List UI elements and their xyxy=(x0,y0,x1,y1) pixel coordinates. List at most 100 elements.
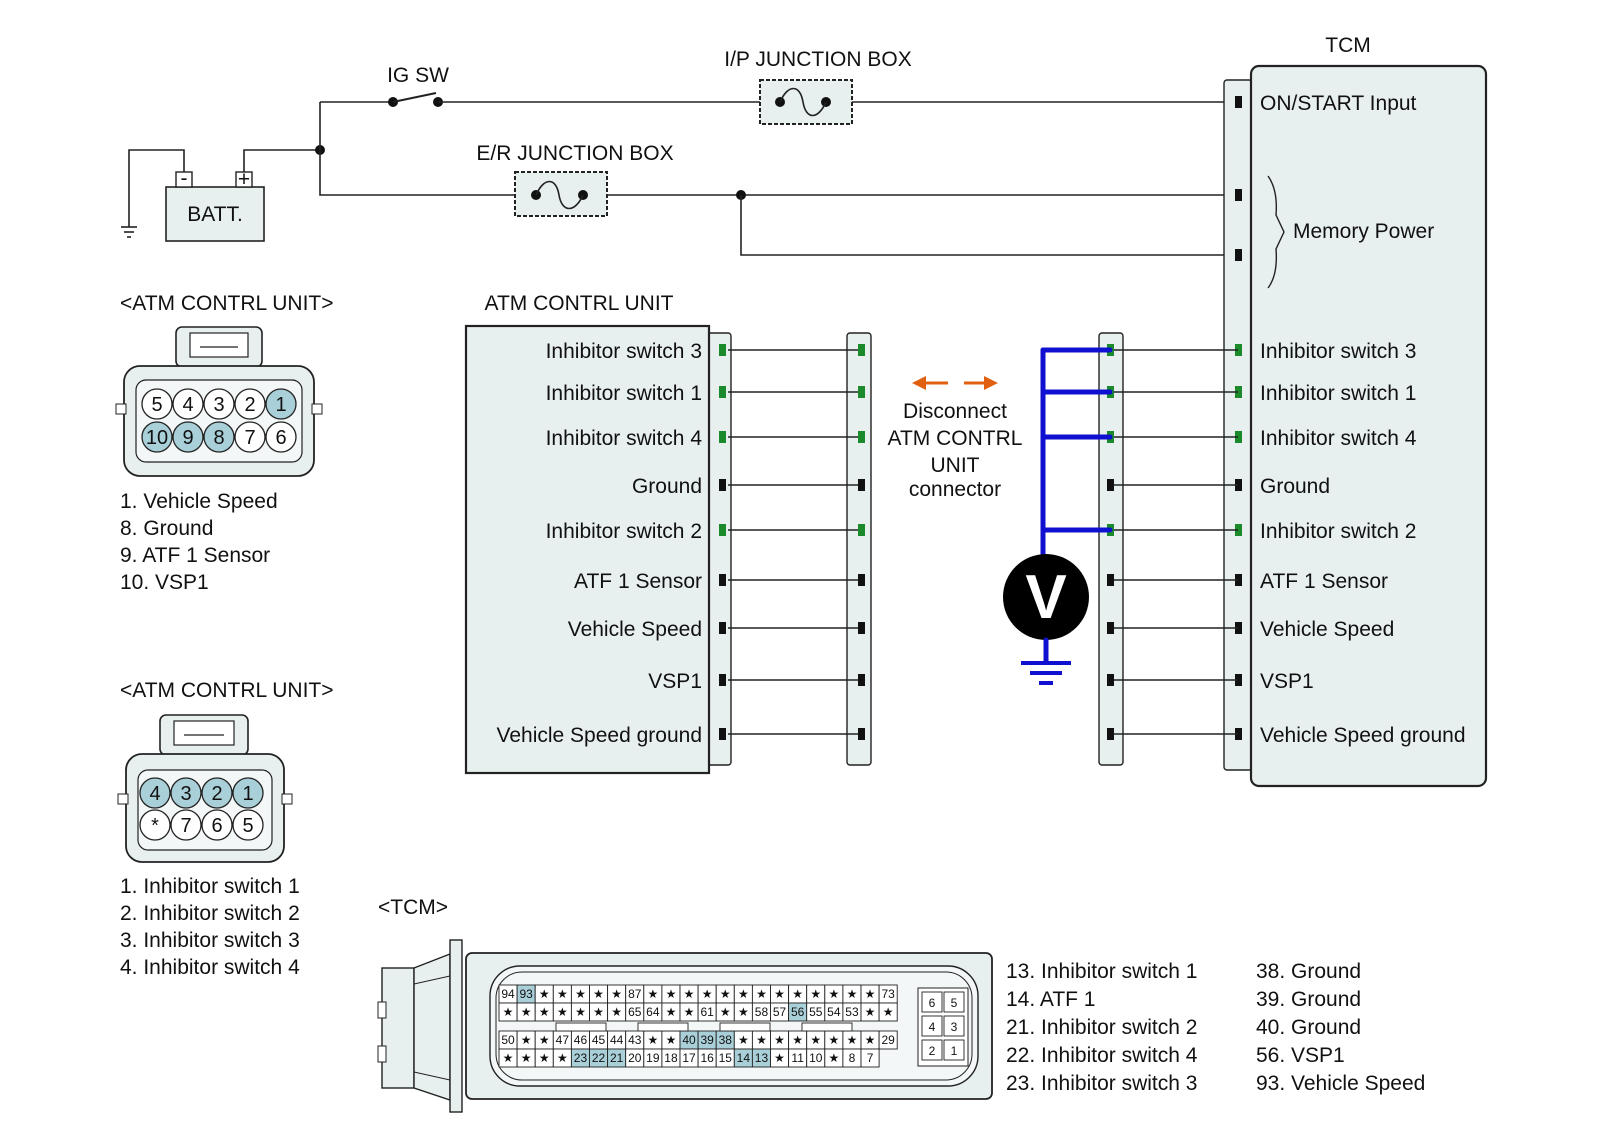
pin-number: 3 xyxy=(180,783,191,805)
tcm-connector-legend: 13. Inhibitor switch 114. ATF 121. Inhib… xyxy=(1006,960,1425,1095)
tcm-pin-number: 64 xyxy=(646,1005,660,1019)
tcm-pin-number: 94 xyxy=(501,987,515,1001)
tcm-pin-number: 8 xyxy=(849,1051,856,1065)
tcm-pin-number: 47 xyxy=(556,1033,570,1047)
connector2-legend: 1. Inhibitor switch 12. Inhibitor switch… xyxy=(120,875,300,979)
disconnect-line3: UNIT xyxy=(931,454,980,477)
atm-pin-label: Vehicle Speed xyxy=(568,618,702,641)
tcm-pin-number: 18 xyxy=(664,1051,678,1065)
tcm-pin-number: 17 xyxy=(682,1051,696,1065)
tcm-pin-number: 93 xyxy=(519,987,533,1001)
tcm-pin-number: ★ xyxy=(521,1033,532,1047)
tcm-pin-number: ★ xyxy=(557,1005,568,1019)
tcm-pin-number: ★ xyxy=(666,987,677,1001)
tcm-pin-number: ★ xyxy=(521,1051,532,1065)
legend-item: 1. Vehicle Speed xyxy=(120,490,278,513)
pin-number: 4 xyxy=(149,783,160,805)
tcm-pin-number: ★ xyxy=(666,1033,677,1047)
terminal-pin xyxy=(719,344,726,356)
tcm-pin-number: 55 xyxy=(809,1005,823,1019)
tcm-pin-number: ★ xyxy=(557,987,568,1001)
legend-item: 10. VSP1 xyxy=(120,571,209,594)
tcm-pin-label: Vehicle Speed xyxy=(1260,618,1394,641)
connector-pin xyxy=(139,809,171,841)
tcm-side-pin-number: 6 xyxy=(929,996,936,1010)
terminal-pin xyxy=(1107,728,1114,740)
tcm-side-pin xyxy=(943,991,965,1013)
tcm-pin-number: ★ xyxy=(774,987,785,1001)
tcm-pin-number: ★ xyxy=(865,1005,876,1019)
tcm-memory-power-label: Memory Power xyxy=(1293,220,1434,243)
tcm-pin-number: ★ xyxy=(738,1005,749,1019)
er-junction-box-label: E/R JUNCTION BOX xyxy=(476,142,673,165)
tcm-pin-number: ★ xyxy=(738,1033,749,1047)
connector-pin xyxy=(203,388,235,420)
tcm-side-pin xyxy=(943,1015,965,1037)
tcm-pin-number: 29 xyxy=(881,1033,895,1047)
tcm-connector-title: <TCM> xyxy=(378,896,448,919)
tcm-pin-number: ★ xyxy=(792,1033,803,1047)
tcm-title: TCM xyxy=(1325,34,1371,57)
tcm-pin-number: ★ xyxy=(611,987,622,1001)
terminal-pin xyxy=(858,386,865,398)
legend-item: 8. Ground xyxy=(120,517,213,540)
tcm-pin-number: ★ xyxy=(865,987,876,1001)
tcm-pin-number: ★ xyxy=(647,987,658,1001)
terminal-pin xyxy=(719,386,726,398)
tcm-pin-number: 22 xyxy=(592,1051,606,1065)
pin-number: 5 xyxy=(242,815,253,837)
fuse-icon xyxy=(775,87,831,117)
tcm-pin-number: ★ xyxy=(611,1005,622,1019)
tcm-pin-number: ★ xyxy=(865,1033,876,1047)
power-circuit: - + BATT. IG SW I/P JUNCTION BOX xyxy=(121,48,1240,256)
connector-pin xyxy=(232,777,264,809)
terminal-pin xyxy=(1235,622,1242,634)
battery xyxy=(165,186,265,242)
terminal-pin xyxy=(1235,344,1242,356)
tcm-key-slot xyxy=(637,1022,689,1032)
tcm-pin-label: Inhibitor switch 1 xyxy=(1260,382,1416,405)
ig-sw-label: IG SW xyxy=(387,64,449,87)
tcm-pin-number: ★ xyxy=(539,1005,550,1019)
tcm-pin-number: ★ xyxy=(593,1005,604,1019)
pin-number: 1 xyxy=(242,783,253,805)
legend-item: 2. Inhibitor switch 2 xyxy=(120,902,300,925)
tcm-pin-number: 53 xyxy=(845,1005,859,1019)
atm-pin-label: ATF 1 Sensor xyxy=(574,570,702,593)
disconnect-line4: connector xyxy=(909,478,1001,501)
tcm-module: TCM ON/START Input Memory Power Inhibito… xyxy=(1223,34,1488,788)
terminal-pin xyxy=(719,674,726,686)
tcm-pin-number: 21 xyxy=(610,1051,624,1065)
connector1-title: <ATM CONTRL UNIT> xyxy=(120,292,334,315)
tcm-pin-number: ★ xyxy=(756,1033,767,1047)
terminal-pin xyxy=(858,574,865,586)
connector-pin xyxy=(201,777,233,809)
connector-pin xyxy=(141,388,173,420)
atm-pin-label: Inhibitor switch 3 xyxy=(546,340,702,363)
tcm-pin-cell xyxy=(860,1048,880,1068)
terminal-pin xyxy=(1107,479,1114,491)
tcm-pin-number: ★ xyxy=(847,987,858,1001)
pin-number: * xyxy=(151,815,159,837)
tcm-pin-number: ★ xyxy=(593,987,604,1001)
tcm-pin-number: 39 xyxy=(700,1033,714,1047)
tcm-pin-number: ★ xyxy=(774,1051,785,1065)
terminal-pin xyxy=(719,574,726,586)
pin-number: 7 xyxy=(180,815,191,837)
atm-pin-label: Inhibitor switch 1 xyxy=(546,382,702,405)
voltmeter-label: V xyxy=(1025,563,1066,632)
tcm-legend-item: 13. Inhibitor switch 1 xyxy=(1006,960,1197,983)
terminal-pin xyxy=(1107,674,1114,686)
tcm-pin-number: ★ xyxy=(539,987,550,1001)
tcm-pin-number: ★ xyxy=(847,1033,858,1047)
tcm-pin-number: ★ xyxy=(828,987,839,1001)
tcm-legend-item: 22. Inhibitor switch 4 xyxy=(1006,1044,1198,1067)
terminal-pin xyxy=(858,524,865,536)
connector-pin xyxy=(170,809,202,841)
connector-pin xyxy=(234,388,266,420)
terminal-pin xyxy=(1235,524,1242,536)
tcm-pin-number: 20 xyxy=(628,1051,642,1065)
